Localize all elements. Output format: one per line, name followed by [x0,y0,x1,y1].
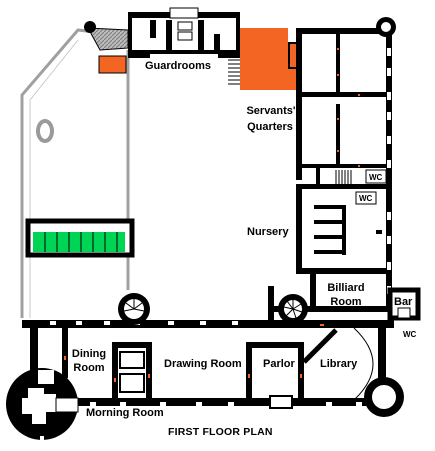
drawing-closet-1 [119,351,145,369]
gatehouse-partitions [150,20,220,52]
west-wall [30,328,38,378]
library-bay [353,327,374,401]
south-wall-windows-bottom [90,402,362,406]
nursery-partitions [296,189,386,274]
servants-quarters-dots [337,48,360,167]
south-range [22,320,394,409]
sw-tower-window [40,436,44,440]
label-dining-line1: Dining [71,348,107,360]
guardrooms-block [84,7,240,58]
billiard-stair-treads [283,300,303,319]
stairs-servants [335,170,352,184]
label-billiard-line2: Room [330,296,362,308]
label-wc-2: WC [359,194,373,203]
south-range-top-wall [22,320,394,328]
tower-nw [84,21,96,33]
label-morning-room: Morning Room [86,407,164,419]
fountain-ring [36,119,54,143]
label-wc-1: WC [369,173,383,182]
tower-ne-inner [381,22,391,32]
courtyard-stair-tower [118,293,150,325]
gate-passage [169,7,199,19]
library-diagonal [302,328,338,364]
orange-courtyard-room [98,55,127,74]
gatehouse-bottom-wall [130,50,240,54]
drawing-closet-2 [119,373,145,393]
se-tower [364,377,404,417]
green-block [25,218,135,258]
south-range-bottom-wall [56,398,386,406]
doorways-orange [64,324,324,382]
servants-quarters-partitions [302,34,386,184]
label-servants-line1: Servants' [246,105,296,117]
stairs-guardroom [228,55,240,85]
morning-room-passage [55,397,79,413]
label-parlor: Parlor [263,358,295,370]
label-guardrooms: Guardrooms [145,60,212,72]
gatehouse-small-rooms [177,21,193,41]
courtyard-inner-diagonal [29,39,79,318]
wc-box-1 [365,169,387,184]
label-wc-3: WC [403,330,417,339]
wc-box-2 [355,191,377,205]
green-block-fill [33,232,125,252]
label-bar: Bar [394,296,413,308]
parlor-oriel [269,395,293,409]
plan-title: FIRST FLOOR PLAN [168,426,273,438]
south-range-partitions [62,328,304,398]
sw-tower-closet [38,370,54,384]
billiard-room-walls [268,274,392,322]
orange-room-upper [240,28,288,58]
label-dining-line2: Room [73,362,105,374]
label-servants-line2: Quarters [247,121,293,133]
sw-tower-room [22,388,56,424]
label-billiard-line1: Billiard [327,282,365,294]
label-drawing-room: Drawing Room [164,358,242,370]
servants-lower-wall [296,184,392,189]
east-wing [268,17,421,324]
courtyard [20,27,130,318]
label-library: Library [320,358,358,370]
east-wall-south [378,328,386,406]
bar-wc [397,307,411,319]
green-block-dividers [44,232,118,252]
sw-tower [6,368,79,440]
orange-room-lower [240,58,296,90]
label-nursery: Nursery [247,226,289,238]
